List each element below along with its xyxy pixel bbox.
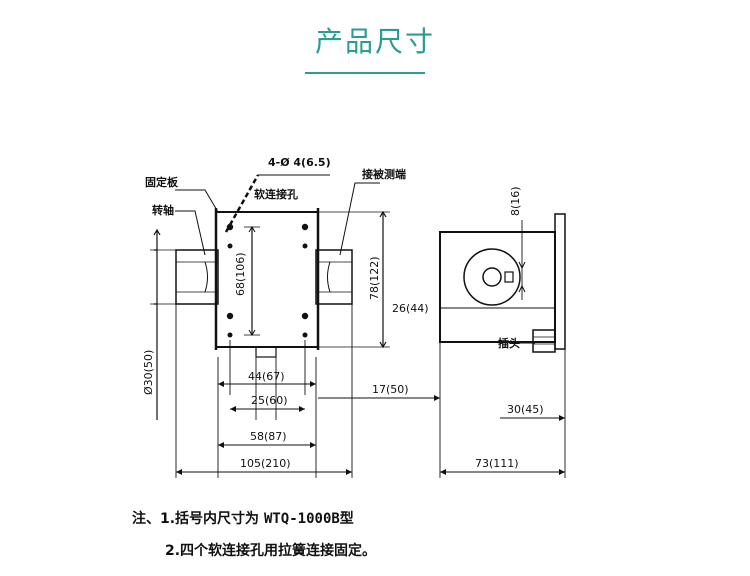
side-plug bbox=[532, 329, 556, 353]
hole-tr bbox=[301, 223, 309, 231]
front-h-dims bbox=[175, 304, 440, 478]
title-underline bbox=[305, 72, 425, 74]
shaft-left bbox=[175, 249, 219, 305]
holes-leader bbox=[224, 174, 260, 233]
dim-73: 73(111) bbox=[475, 457, 519, 470]
dim-17: 17(50) bbox=[372, 383, 409, 396]
dim-68: 68(106) bbox=[234, 252, 247, 296]
hole-bl2 bbox=[227, 332, 233, 338]
hole-bl bbox=[226, 312, 234, 320]
dim-26: 26(44) bbox=[392, 302, 429, 315]
dim-105: 105(210) bbox=[240, 457, 291, 470]
hole-br bbox=[301, 312, 309, 320]
keyway bbox=[504, 271, 514, 283]
label-measured-end: 接被测端 bbox=[362, 167, 406, 181]
label-plug: 插头 bbox=[498, 336, 520, 350]
dim-8: 8(16) bbox=[509, 186, 522, 216]
dim-58: 58(87) bbox=[250, 430, 287, 443]
side-bore-inner bbox=[482, 267, 502, 287]
dim-78: 78(122) bbox=[368, 256, 381, 300]
plug-stub bbox=[255, 346, 277, 358]
dim-arrows bbox=[176, 381, 352, 475]
note-1-suffix: 型 bbox=[339, 511, 354, 527]
dim-30dia: Ø30(50) bbox=[142, 350, 155, 395]
label-shaft: 转轴 bbox=[152, 203, 174, 217]
hole-br2 bbox=[302, 332, 308, 338]
label-soft-hole: 软连接孔 bbox=[254, 187, 298, 201]
note-1-model: WTQ-1000B bbox=[263, 511, 340, 527]
page-title: 产品尺寸 bbox=[314, 25, 435, 58]
side-plate bbox=[554, 213, 566, 350]
dim-44: 44(67) bbox=[248, 370, 285, 383]
dim-30: 30(45) bbox=[507, 403, 544, 416]
note-1-prefix: 注、1.括号内尺寸为 bbox=[132, 511, 264, 527]
hole-mr bbox=[302, 243, 308, 249]
side-body bbox=[439, 231, 556, 343]
note-line-2: 2.四个软连接孔用拉簧连接固定。 bbox=[165, 543, 377, 559]
mount-holes bbox=[226, 223, 309, 338]
label-fixed-plate: 固定板 bbox=[145, 175, 179, 189]
side-bore-outer bbox=[463, 248, 521, 306]
main-body bbox=[215, 211, 319, 348]
label-holes: 4-Ø 4(6.5) bbox=[268, 156, 331, 169]
note-line-1: 注、1.括号内尺寸为 WTQ-1000B型 bbox=[132, 508, 354, 528]
hole-ml bbox=[227, 243, 233, 249]
dim-25: 25(60) bbox=[251, 394, 288, 407]
shaft-right bbox=[315, 249, 353, 305]
